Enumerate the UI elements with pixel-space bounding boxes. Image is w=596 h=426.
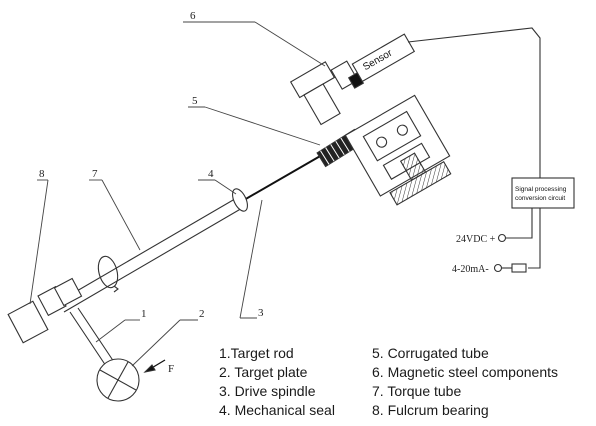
force-label: F [168,363,174,375]
callout-2: 2 [199,308,205,320]
callout-8: 8 [39,168,45,180]
drive-spindle [243,154,323,201]
callout-5: 5 [192,95,198,107]
legend-item-5: 5. Corrugated tube [372,345,489,361]
terminal-wires [493,208,533,273]
torque-tube [57,195,245,313]
force-arrow-icon [143,359,166,373]
target-plate [96,358,140,402]
sensor [347,33,416,89]
terminal-power-label: 24VDC + [456,234,496,245]
callout-7: 7 [92,168,98,180]
signal-wire [407,27,541,269]
callout-3: 3 [258,307,264,319]
callout-4: 4 [208,168,214,180]
fulcrum-bearing [7,277,83,344]
legend-item-3: 3. Drive spindle [219,383,316,399]
housing-block [344,94,452,206]
legend-item-8: 8. Fulcrum bearing [372,402,489,418]
signal-processing-box [511,177,575,209]
legend-item-6: 6. Magnetic steel components [372,364,558,380]
callout-6: 6 [190,10,196,22]
legend-item-4: 4. Mechanical seal [219,402,335,418]
mechanical-seal [232,188,248,212]
terminal-signal-label: 4-20mA- [452,264,489,275]
legend-item-7: 7. Torque tube [372,383,461,399]
callout-1: 1 [141,308,147,320]
leader-lines [29,21,326,367]
legend-item-1: 1.Target rod [219,345,294,361]
legend: 1.Target rod 2. Target plate 3. Drive sp… [219,345,558,418]
target-rod [69,307,119,373]
rotation-arrow-icon [97,255,119,293]
box-line-1: Signal processing [515,186,567,193]
legend-item-2: 2. Target plate [219,364,308,380]
box-line-2: conversion circuit [515,195,565,202]
